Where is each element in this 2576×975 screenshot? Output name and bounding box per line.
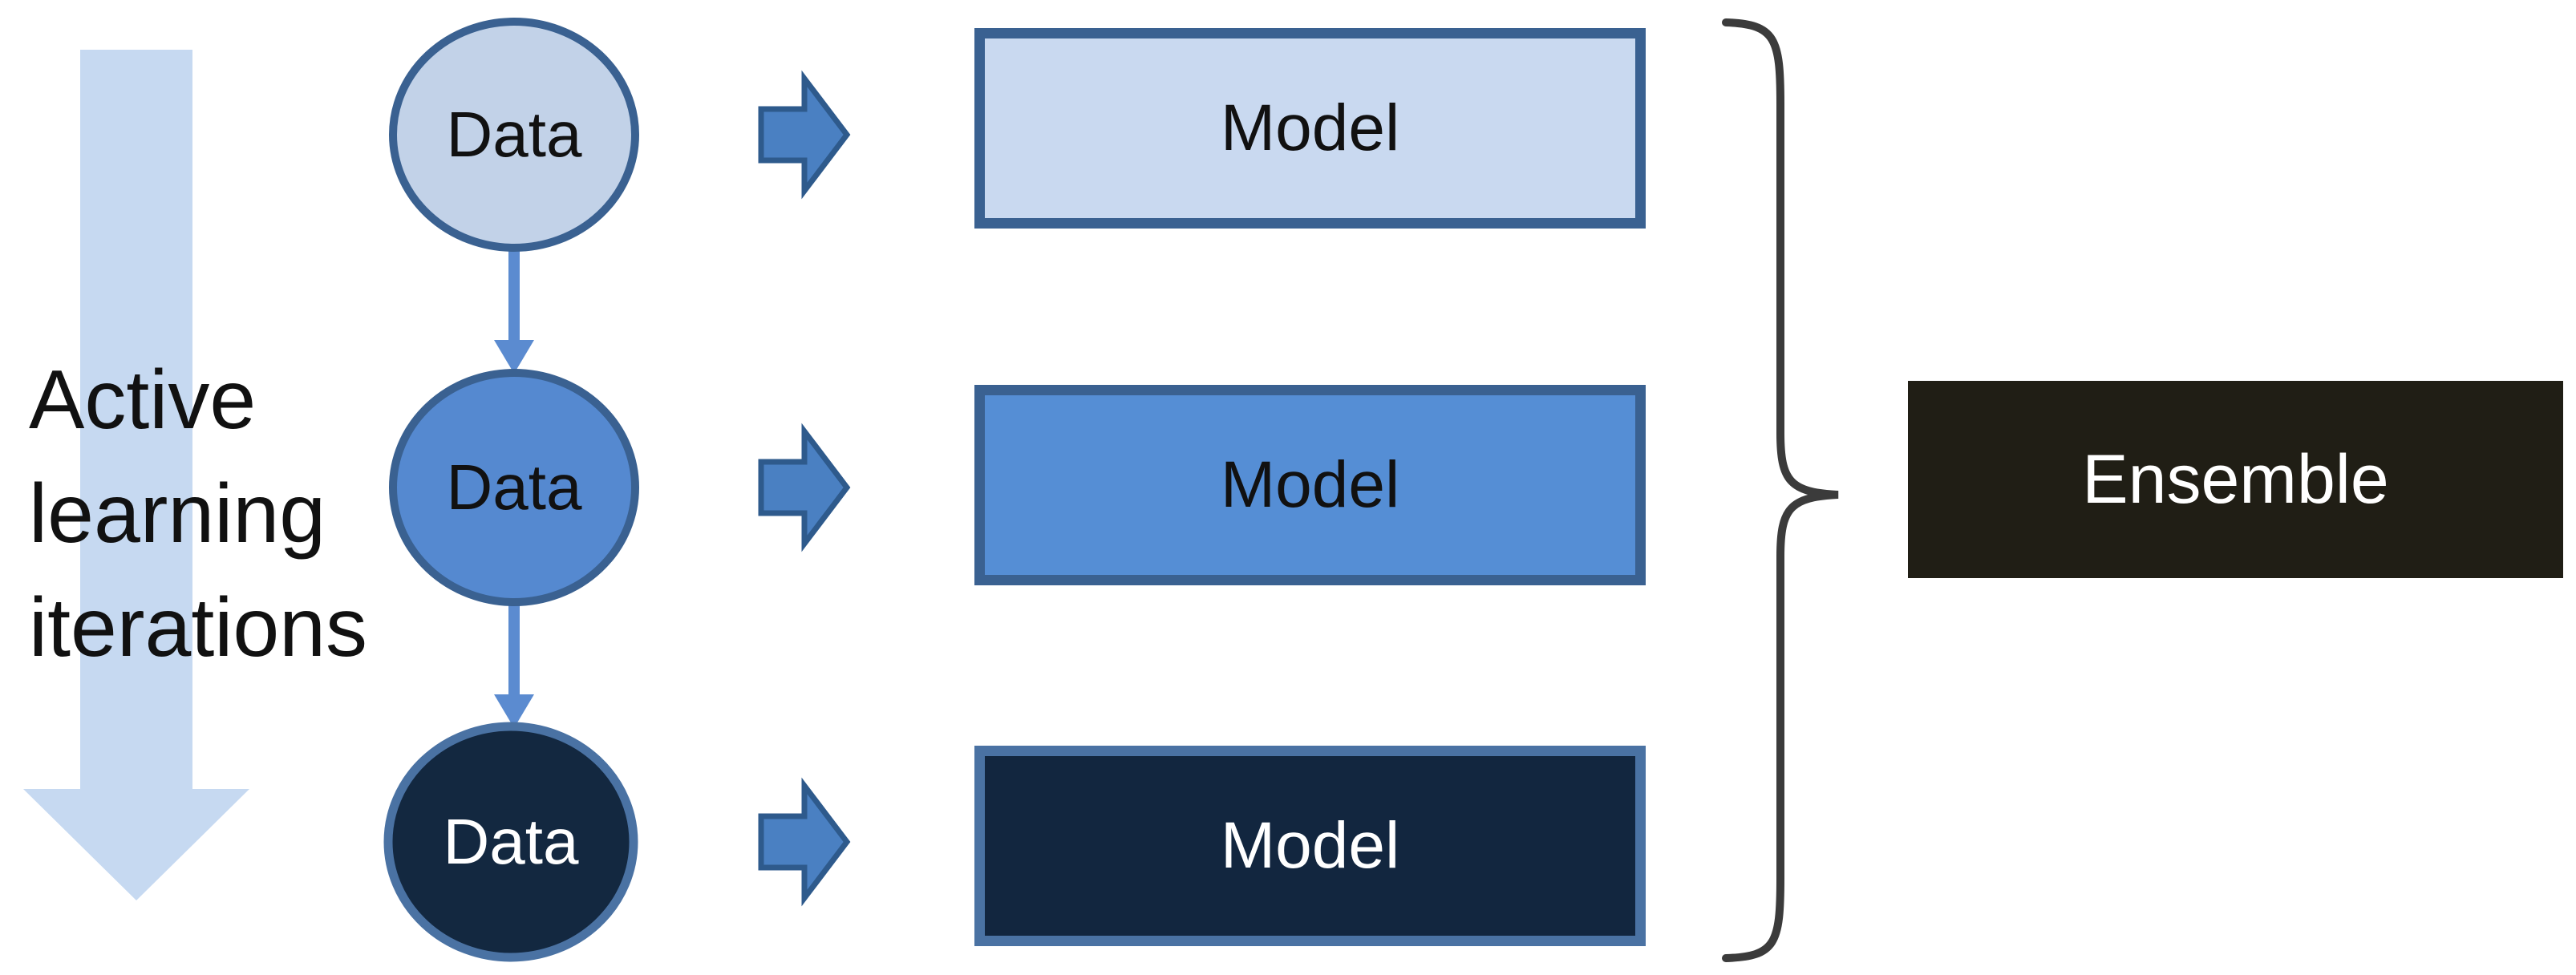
data-circle-2	[389, 369, 639, 606]
model-box-3: Model	[974, 746, 1646, 946]
connector-arrow-down-2-icon	[494, 600, 534, 728]
ensemble-label: Ensemble	[2082, 440, 2389, 518]
active-learning-caption: Active learning iterations	[29, 343, 367, 685]
caption-line-3: iterations	[29, 581, 367, 674]
model-label-1: Model	[1220, 91, 1400, 164]
model-label-2: Model	[1220, 448, 1400, 521]
model-label-3: Model	[1220, 809, 1400, 882]
data-circle-3	[383, 722, 638, 962]
ensemble-box: Ensemble	[1908, 381, 2563, 578]
caption-line-1: Active	[29, 354, 257, 447]
connector-arrow-down-1-icon	[494, 245, 534, 374]
data-label-2: Data	[446, 451, 582, 523]
model-box-2: Model	[974, 385, 1646, 585]
data-label-1: Data	[446, 99, 582, 170]
model-box-1: Model	[974, 28, 1646, 229]
curly-brace-icon	[1722, 18, 1839, 962]
caption-line-2: learning	[29, 467, 326, 560]
block-arrow-right-2-icon	[758, 423, 851, 552]
block-arrow-right-1-icon	[758, 70, 851, 200]
block-arrow-right-3-icon	[758, 777, 851, 907]
data-label-3: Data	[443, 806, 579, 877]
active-learning-arrow-icon	[23, 50, 249, 900]
data-circle-1	[389, 18, 639, 252]
